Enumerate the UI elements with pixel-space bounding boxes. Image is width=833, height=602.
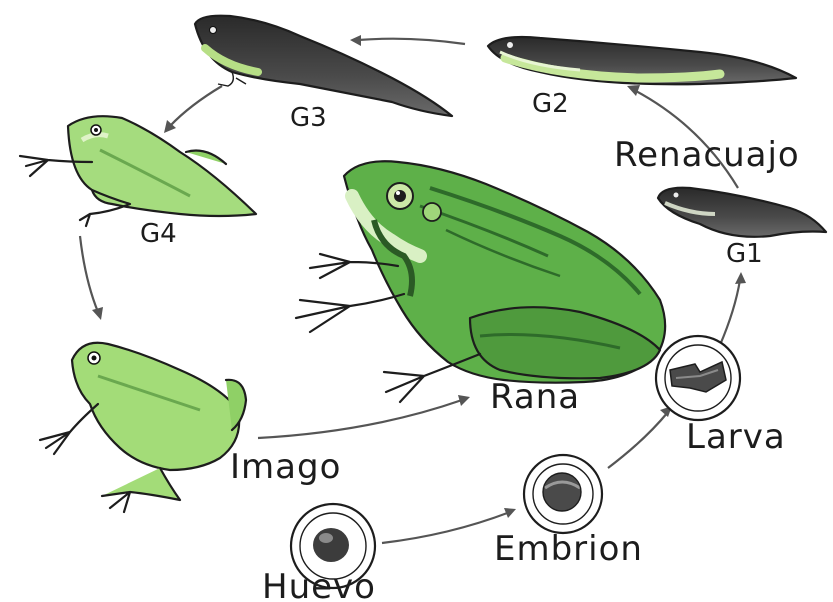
label-embrion: Embrion bbox=[494, 529, 643, 569]
arrow-g3-g4 bbox=[170, 86, 222, 126]
larva-illustration bbox=[656, 336, 740, 420]
imago-frog-illustration bbox=[40, 343, 246, 512]
arrow-larva-g1 bbox=[720, 280, 740, 345]
label-rana: Rana bbox=[490, 377, 580, 417]
label-g1: G1 bbox=[726, 239, 763, 269]
arrow-imago-rana bbox=[258, 400, 462, 438]
tadpole-g3-illustration bbox=[195, 16, 452, 116]
tadpole-g1-illustration bbox=[658, 188, 826, 237]
label-larva: Larva bbox=[686, 417, 786, 457]
label-huevo: Huevo bbox=[262, 567, 376, 602]
arrow-huevo-embrion bbox=[382, 512, 510, 543]
label-imago: Imago bbox=[230, 447, 341, 487]
tadpole-g2-illustration bbox=[488, 37, 796, 84]
arrow-g2-g3 bbox=[358, 39, 465, 44]
label-g4: G4 bbox=[140, 219, 177, 249]
froglet-g4-illustration bbox=[20, 116, 256, 226]
label-g2: G2 bbox=[532, 89, 569, 119]
arrow-embrion-larva bbox=[608, 412, 668, 468]
label-g3: G3 bbox=[290, 103, 327, 133]
embryo-illustration bbox=[524, 455, 602, 533]
label-renacuajo: Renacuajo bbox=[614, 135, 800, 175]
arrow-g4-imago bbox=[80, 236, 98, 312]
adult-frog-illustration bbox=[296, 161, 665, 402]
